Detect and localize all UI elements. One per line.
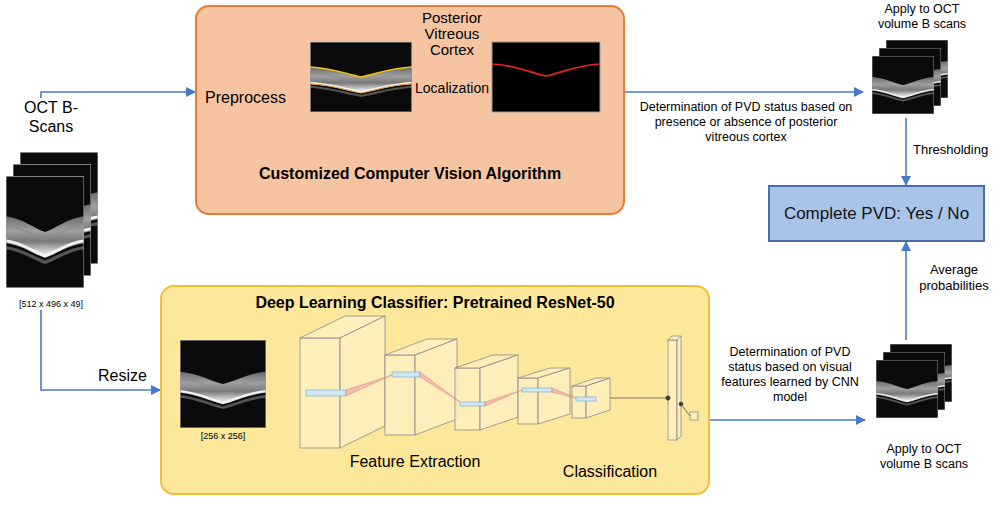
- cortex-mask: [492, 42, 600, 112]
- oct-stack-cnn-output: [883, 352, 945, 410]
- node-text: [512 x 496 x 49]: [19, 299, 83, 310]
- dimension-label: [256 x 256]: [178, 431, 268, 442]
- oct-stack-input: [6, 152, 98, 288]
- stage-label: Classification: [555, 462, 665, 481]
- edge-label-box: Thresholding: [913, 142, 997, 158]
- flow-arrow: [905, 118, 907, 185]
- flow-arrow: [905, 242, 907, 340]
- oct-stack-cv-output: [886, 40, 948, 98]
- resized-scan: [180, 340, 266, 428]
- cnn-layers: [668, 336, 681, 340]
- oct-stack-cv-output: [872, 56, 934, 114]
- result-box: Complete PVD: Yes / No: [768, 185, 985, 242]
- cnn-layers: [385, 339, 457, 355]
- resized-scan: [180, 340, 266, 428]
- cnn-layers: [586, 378, 610, 418]
- cnn-kernels: [522, 388, 552, 392]
- cnn-kernels: [392, 372, 420, 377]
- oct-stack-cnn-output: [876, 344, 952, 418]
- edge-label: Thresholding: [913, 142, 997, 158]
- cnn-kernels: [420, 372, 460, 402]
- cnn-layers: [572, 378, 610, 386]
- cnn-layers: [300, 316, 385, 338]
- preprocessed-scan: [310, 42, 412, 112]
- edge-label-box: Determination of PVD status based on pre…: [632, 100, 860, 145]
- cnn-kernels: [552, 388, 576, 398]
- cnn-kernels: [485, 390, 522, 406]
- flow-arrow: [710, 419, 865, 421]
- dense-connections: [666, 396, 670, 400]
- step-label-box: Posterior Vitreous Cortex: [414, 10, 490, 58]
- step-label: Preprocess: [205, 88, 305, 107]
- stage-label-box: Feature Extraction: [340, 452, 490, 471]
- dense-connections: [681, 404, 690, 416]
- dense-connections: [610, 398, 668, 399]
- cnn-kernels: [460, 402, 485, 406]
- node-text: Customized Computer Vision Algorithm: [259, 164, 561, 183]
- flow-arrow: [41, 310, 160, 390]
- edge-label-box: Determination of PVD status based on vis…: [714, 345, 866, 405]
- stage-label: Feature Extraction: [340, 452, 490, 471]
- flow-arrow: [625, 91, 863, 93]
- oct-stack-cv-output: [872, 40, 948, 114]
- cortex-mask: [492, 42, 600, 112]
- cnn-layers: [518, 378, 538, 424]
- flow-arrow: [41, 92, 195, 98]
- cnn-layers: [677, 336, 681, 440]
- cnn-layers: [340, 316, 385, 448]
- cnn-kernels: [346, 375, 392, 396]
- cnn-layers: [572, 386, 586, 418]
- cnn-layers: [415, 339, 457, 435]
- node-text: Apply to OCT volume B scans: [872, 442, 976, 472]
- volume-stack: Apply to OCT volume B scans: [863, 2, 981, 118]
- node-text: Deep Learning Classifier: Pretrained Res…: [255, 293, 614, 312]
- dimension-label-box: [256 x 256]: [178, 431, 268, 442]
- step-label: Localization: [410, 80, 494, 96]
- node-text: Complete PVD: Yes / No: [784, 204, 969, 224]
- step-label-box: Localization: [410, 80, 494, 96]
- edge-label-box: Resize: [98, 366, 160, 385]
- cnn-kernels: [576, 397, 596, 401]
- edge-label: Determination of PVD status based on pre…: [632, 100, 860, 145]
- dense-connections: [610, 396, 690, 416]
- oct-stack-cnn-output: [890, 344, 952, 402]
- edge-label: Determination of PVD status based on vis…: [714, 345, 866, 405]
- dense-connections: [679, 402, 683, 406]
- oct-stack-input: [20, 152, 98, 264]
- cnn-layers: [480, 355, 518, 430]
- node-text: Apply to OCT volume B scans: [870, 2, 974, 32]
- edge-label: Average probabilities: [911, 262, 997, 294]
- oct-stack-cnn-output: [876, 360, 938, 418]
- preprocessed-scan: [310, 84, 412, 93]
- oct-stack-cv-output: [879, 48, 941, 106]
- volume-stack: Apply to OCT volume B scans: [865, 340, 983, 472]
- node-text: OCT B-Scans: [15, 98, 87, 136]
- preprocessed-scan: [310, 42, 412, 112]
- cnn-layers: [690, 412, 698, 420]
- input-stack: OCT B-Scans [512 x 496 x 49]: [2, 98, 100, 310]
- cnn-kernels: [306, 390, 346, 396]
- cnn-kernels: [306, 372, 596, 406]
- cnn-layers: [455, 368, 480, 430]
- edge-label: Resize: [98, 366, 160, 385]
- cnn-layers: [385, 355, 415, 435]
- oct-stack-input: [13, 164, 91, 276]
- step-label-box: Preprocess: [205, 88, 305, 107]
- algorithm-panel: Customized Computer Vision Algorithm: [195, 5, 625, 215]
- stage-label-box: Classification: [555, 462, 665, 481]
- preprocessed-scan: [310, 67, 412, 77]
- cortex-mask: [492, 64, 600, 76]
- edge-label-box: Average probabilities: [911, 262, 997, 294]
- step-label: Posterior Vitreous Cortex: [414, 10, 490, 58]
- oct-stack-input: [6, 176, 84, 288]
- cnn-layers: [300, 338, 340, 448]
- cnn-layers: [668, 340, 677, 440]
- cnn-layers: [300, 316, 698, 448]
- cnn-layers: [518, 368, 570, 378]
- cnn-layers: [455, 355, 518, 368]
- cnn-layers: [538, 368, 570, 424]
